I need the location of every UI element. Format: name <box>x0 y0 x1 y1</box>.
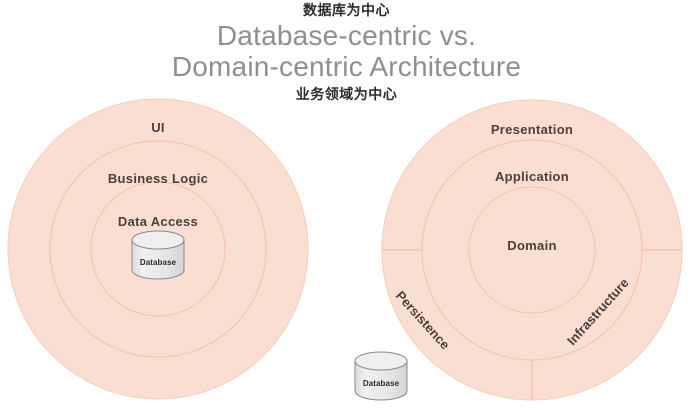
database-cylinder-left[interactable] <box>131 230 185 280</box>
cylinder-body <box>131 239 185 280</box>
cylinder-body <box>354 360 408 401</box>
cylinder-top <box>131 230 185 250</box>
diagram-database-centric <box>7 98 309 400</box>
database-cylinder-bottom[interactable] <box>354 351 408 401</box>
cylinder-top <box>354 351 408 371</box>
ring-domain[interactable] <box>468 186 596 314</box>
diagram-domain-centric <box>354 99 683 401</box>
